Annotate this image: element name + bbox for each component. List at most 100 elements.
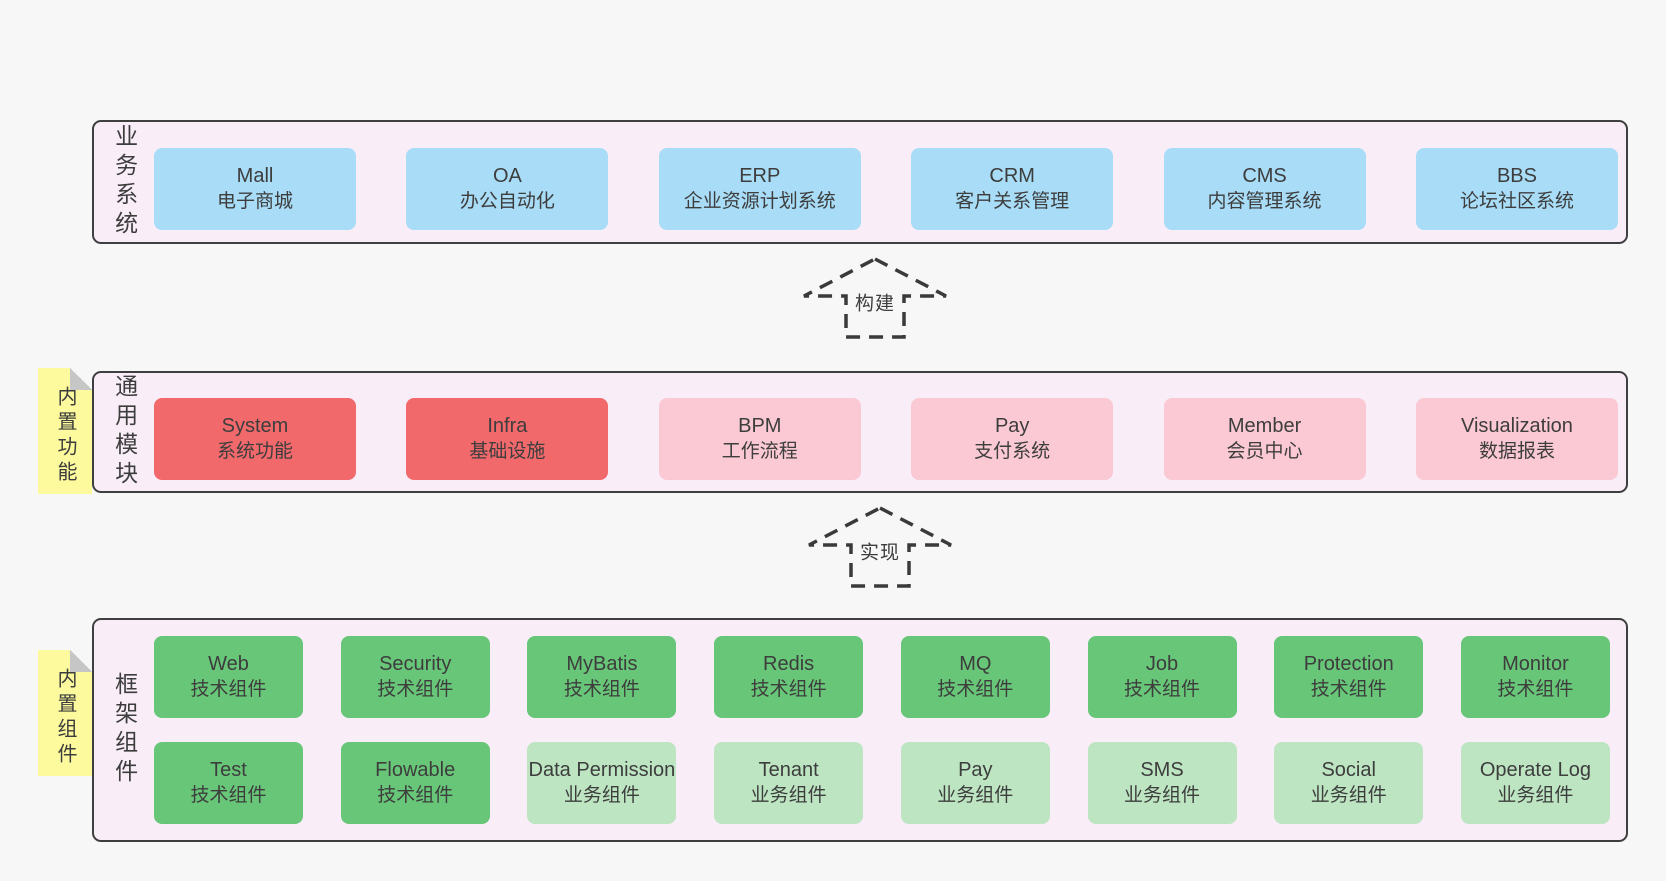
up-block-arrow-icon (803, 257, 947, 339)
box-mq: MQ 技术组件 (900, 636, 1050, 718)
layer-framework-components: 框架组件 Web 技术组件 Security 技术组件 MyBatis 技术组件… (92, 618, 1628, 842)
box-title: OA (492, 165, 522, 187)
box-title: CRM (989, 165, 1035, 187)
box-subtitle: 业务组件 (563, 785, 640, 806)
box-protection: Protection 技术组件 (1274, 636, 1424, 718)
box-title: Pay (994, 415, 1030, 437)
box-tenant: Tenant 业务组件 (714, 742, 864, 824)
sticky-note-built-in-features: 内置功能 (38, 368, 92, 494)
build-arrow: 构建 (800, 256, 950, 340)
box-subtitle: 基础设施 (469, 441, 546, 462)
box-subtitle: 客户关系管理 (955, 191, 1070, 212)
box-title: Member (1227, 415, 1302, 437)
box-title: BBS (1496, 165, 1537, 187)
box-title: CMS (1242, 165, 1287, 187)
box-subtitle: 电子商城 (216, 191, 293, 212)
box-title: System (221, 415, 289, 437)
box-subtitle: 系统功能 (216, 441, 293, 462)
box-title: SMS (1140, 759, 1184, 781)
sticky-note-built-in-components: 内置组件 (38, 650, 92, 776)
box-subtitle: 技术组件 (1124, 679, 1201, 700)
box-monitor: Monitor 技术组件 (1460, 636, 1610, 718)
box-subtitle: 技术组件 (377, 785, 454, 806)
box-subtitle: 业务组件 (1497, 785, 1574, 806)
box-title: MQ (959, 653, 992, 675)
implement-arrow: 实现 (805, 505, 955, 589)
box-pay-component: Pay 业务组件 (900, 742, 1050, 824)
box-flowable: Flowable 技术组件 (340, 742, 490, 824)
box-title: Job (1145, 653, 1179, 675)
box-title: Flowable (375, 759, 456, 781)
box-title: Operate Log (1479, 759, 1592, 781)
folded-corner-icon (70, 368, 92, 390)
box-data-permission: Data Permission 业务组件 (527, 742, 677, 824)
box-title: Web (208, 653, 249, 675)
common-modules-row: System 系统功能 Infra 基础设施 BPM 工作流程 Pay 支付系统… (154, 387, 1626, 491)
box-subtitle: 技术组件 (1310, 679, 1387, 700)
box-system: System 系统功能 (154, 398, 356, 480)
box-title: Social (1321, 759, 1376, 781)
layer-common-modules: 通用模块 System 系统功能 Infra 基础设施 BPM 工作流程 Pay… (92, 371, 1628, 493)
box-mall: Mall 电子商城 (154, 148, 356, 230)
box-title: BPM (738, 415, 782, 437)
box-title: Test (210, 759, 247, 781)
box-visualization: Visualization 数据报表 (1415, 398, 1618, 480)
layer-label-business-systems: 业务系统 (111, 124, 138, 240)
build-arrow-label: 构建 (850, 287, 900, 317)
box-subtitle: 技术组件 (750, 679, 827, 700)
box-subtitle: 技术组件 (190, 785, 267, 806)
box-security: Security 技术组件 (340, 636, 490, 718)
box-pay-system: Pay 支付系统 (911, 398, 1114, 480)
box-subtitle: 支付系统 (974, 441, 1051, 462)
box-social: Social 业务组件 (1274, 742, 1424, 824)
box-subtitle: 会员中心 (1226, 441, 1303, 462)
box-subtitle: 工作流程 (721, 441, 798, 462)
sticky-note-label: 内置功能 (54, 386, 76, 486)
box-subtitle: 技术组件 (190, 679, 267, 700)
box-subtitle: 业务组件 (1310, 785, 1387, 806)
implement-arrow-label: 实现 (855, 536, 905, 566)
box-subtitle: 企业资源计划系统 (683, 191, 836, 212)
box-sms: SMS 业务组件 (1087, 742, 1237, 824)
tech-components-row: Web 技术组件 Security 技术组件 MyBatis 技术组件 Redi… (154, 636, 1618, 718)
box-infra: Infra 基础设施 (406, 398, 609, 480)
box-subtitle: 数据报表 (1478, 441, 1555, 462)
box-cms: CMS 内容管理系统 (1163, 148, 1366, 230)
box-oa: OA 办公自动化 (406, 148, 609, 230)
layer-label-common-modules: 通用模块 (111, 374, 138, 490)
box-subtitle: 论坛社区系统 (1459, 191, 1574, 212)
sticky-note-label: 内置组件 (54, 668, 76, 768)
box-title: Infra (487, 415, 528, 437)
box-crm: CRM 客户关系管理 (911, 148, 1114, 230)
folded-corner-icon (70, 650, 92, 672)
box-subtitle: 技术组件 (1497, 679, 1574, 700)
box-job: Job 技术组件 (1087, 636, 1237, 718)
box-title: Redis (763, 653, 815, 675)
box-title: Data Permission (528, 759, 676, 781)
box-erp: ERP 企业资源计划系统 (658, 148, 861, 230)
box-title: ERP (739, 165, 781, 187)
box-subtitle: 业务组件 (937, 785, 1014, 806)
box-subtitle: 技术组件 (563, 679, 640, 700)
box-subtitle: 内容管理系统 (1207, 191, 1322, 212)
box-subtitle: 业务组件 (750, 785, 827, 806)
box-title: Visualization (1460, 415, 1573, 437)
box-subtitle: 办公自动化 (459, 191, 555, 212)
box-subtitle: 业务组件 (1124, 785, 1201, 806)
box-title: Protection (1303, 653, 1394, 675)
box-title: Tenant (758, 759, 819, 781)
framework-components-grid: Web 技术组件 Security 技术组件 MyBatis 技术组件 Redi… (154, 620, 1626, 840)
box-title: Pay (958, 759, 993, 781)
box-subtitle: 技术组件 (377, 679, 454, 700)
box-redis: Redis 技术组件 (714, 636, 864, 718)
box-title: Security (379, 653, 452, 675)
box-bpm: BPM 工作流程 (658, 398, 861, 480)
box-title: Monitor (1502, 653, 1569, 675)
box-title: MyBatis (566, 653, 638, 675)
business-systems-row: Mall 电子商城 OA 办公自动化 ERP 企业资源计划系统 CRM 客户关系… (154, 136, 1626, 242)
up-block-arrow-icon (808, 506, 952, 588)
box-subtitle: 技术组件 (937, 679, 1014, 700)
biz-components-row: Test 技术组件 Flowable 技术组件 Data Permission … (154, 742, 1618, 824)
box-mybatis: MyBatis 技术组件 (527, 636, 677, 718)
